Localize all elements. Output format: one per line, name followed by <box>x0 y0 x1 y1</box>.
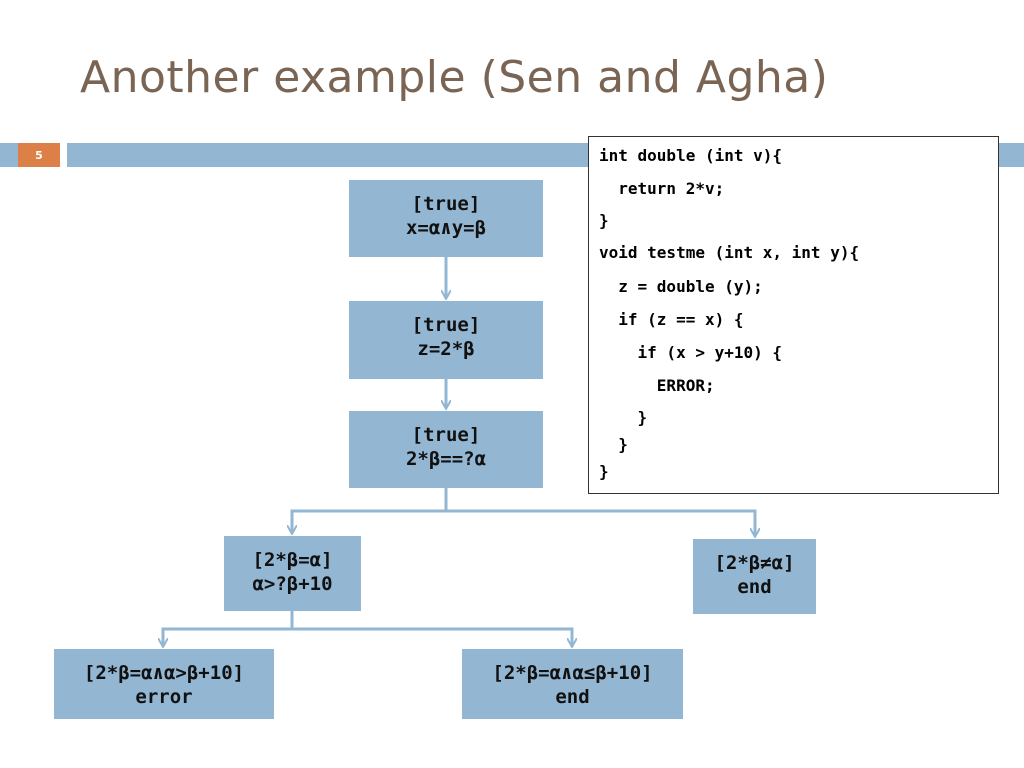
node-condition: [true] <box>411 314 481 336</box>
edge-n3-n4 <box>292 488 448 533</box>
code-line: if (z == x) { <box>599 310 744 329</box>
node-end-leq: [2*β=α∧α≤β+10] end <box>462 649 683 719</box>
node-assign-z: [true] z=2*β <box>349 301 543 379</box>
edge-n3-n5 <box>446 509 755 536</box>
node-branch-x-gt-y10: [2*β=α] α>?β+10 <box>224 536 361 611</box>
node-condition: [2*β=α∧α>β+10] <box>83 662 245 684</box>
node-state: error <box>135 686 193 708</box>
slide-title: Another example (Sen and Agha) <box>80 52 829 103</box>
node-condition: [true] <box>411 424 481 446</box>
slide-number: 5 <box>18 143 60 167</box>
node-condition: [2*β=α∧α≤β+10] <box>492 662 653 684</box>
node-condition: [2*β=α] <box>252 549 333 571</box>
node-condition: [2*β≠α] <box>714 552 795 574</box>
code-line: ERROR; <box>599 376 715 395</box>
node-end-neq: [2*β≠α] end <box>693 539 816 614</box>
code-line: int double (int v){ <box>599 146 783 165</box>
edge-n4-n7 <box>292 627 572 646</box>
code-line: } <box>599 462 609 481</box>
code-line: } <box>599 211 609 230</box>
node-state: α>?β+10 <box>252 573 333 595</box>
node-state: x=α∧y=β <box>405 217 487 239</box>
node-condition: [true] <box>411 193 481 215</box>
code-line: } <box>599 408 648 427</box>
code-line: void testme (int x, int y){ <box>599 243 860 262</box>
code-line: return 2*v; <box>599 179 725 198</box>
edge-n4-n6 <box>163 611 294 646</box>
code-line: } <box>599 435 628 454</box>
node-branch-z-eq-x: [true] 2*β==?α <box>349 411 543 488</box>
node-state: z=2*β <box>417 338 475 360</box>
node-state: 2*β==?α <box>405 448 487 470</box>
node-state: end <box>555 686 590 708</box>
node-state: end <box>737 576 772 598</box>
node-error: [2*β=α∧α>β+10] error <box>54 649 274 719</box>
code-listing: int double (int v){ return 2*v; } void t… <box>588 136 999 494</box>
header-bar-left <box>0 143 18 167</box>
code-line: if (x > y+10) { <box>599 343 783 362</box>
node-initial: [true] x=α∧y=β <box>349 180 543 257</box>
code-line: z = double (y); <box>599 277 763 296</box>
